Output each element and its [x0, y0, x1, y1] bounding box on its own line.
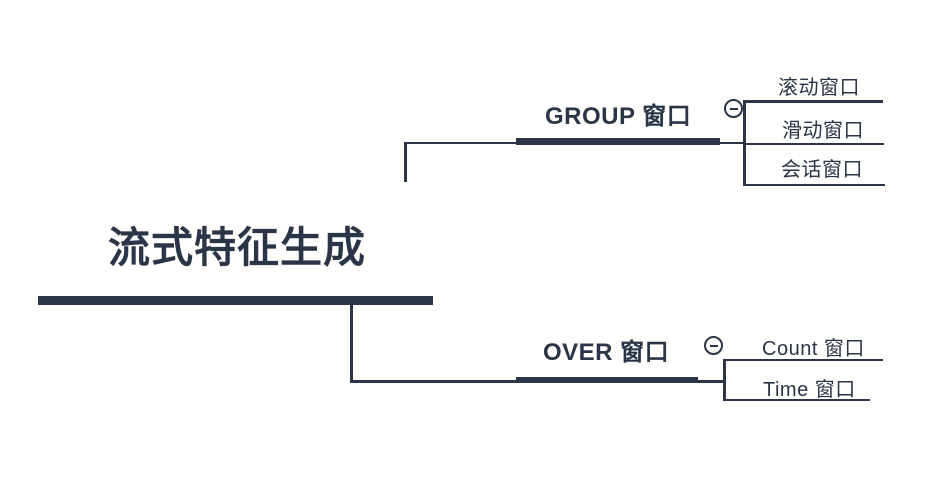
over-topic-underline	[516, 377, 698, 383]
minus-icon	[729, 107, 738, 110]
minus-icon	[709, 344, 718, 347]
connector-root-over-vertical	[350, 304, 353, 382]
session-window-underline	[743, 183, 885, 186]
connector-group-children	[718, 141, 745, 144]
over-children-spine	[723, 359, 726, 401]
subtopic-rolling-window[interactable]: 滚动窗口	[778, 77, 860, 99]
rolling-window-underline	[743, 100, 883, 103]
root-topic[interactable]: 流式特征生成	[108, 224, 367, 271]
sliding-window-underline	[743, 142, 884, 145]
group-topic-underline	[516, 138, 720, 145]
subtopic-sliding-window[interactable]: 滑动窗口	[782, 120, 864, 142]
connector-root-group-vertical	[404, 141, 407, 182]
branch-topic-over-window[interactable]: OVER 窗口	[543, 339, 670, 366]
subtopic-time-window[interactable]: Time 窗口	[763, 379, 856, 401]
count-window-underline	[723, 358, 883, 361]
connector-root-group-horizontal	[404, 141, 517, 144]
subtopic-count-window[interactable]: Count 窗口	[762, 338, 865, 360]
connector-over-children	[697, 380, 725, 383]
connector-root-over-horizontal	[350, 380, 517, 383]
root-topic-underline	[38, 296, 433, 305]
branch-topic-group-window[interactable]: GROUP 窗口	[545, 103, 692, 130]
collapse-button-over[interactable]	[704, 336, 723, 355]
collapse-button-group[interactable]	[724, 99, 743, 118]
subtopic-session-window[interactable]: 会话窗口	[781, 159, 863, 181]
time-window-underline	[723, 398, 870, 401]
